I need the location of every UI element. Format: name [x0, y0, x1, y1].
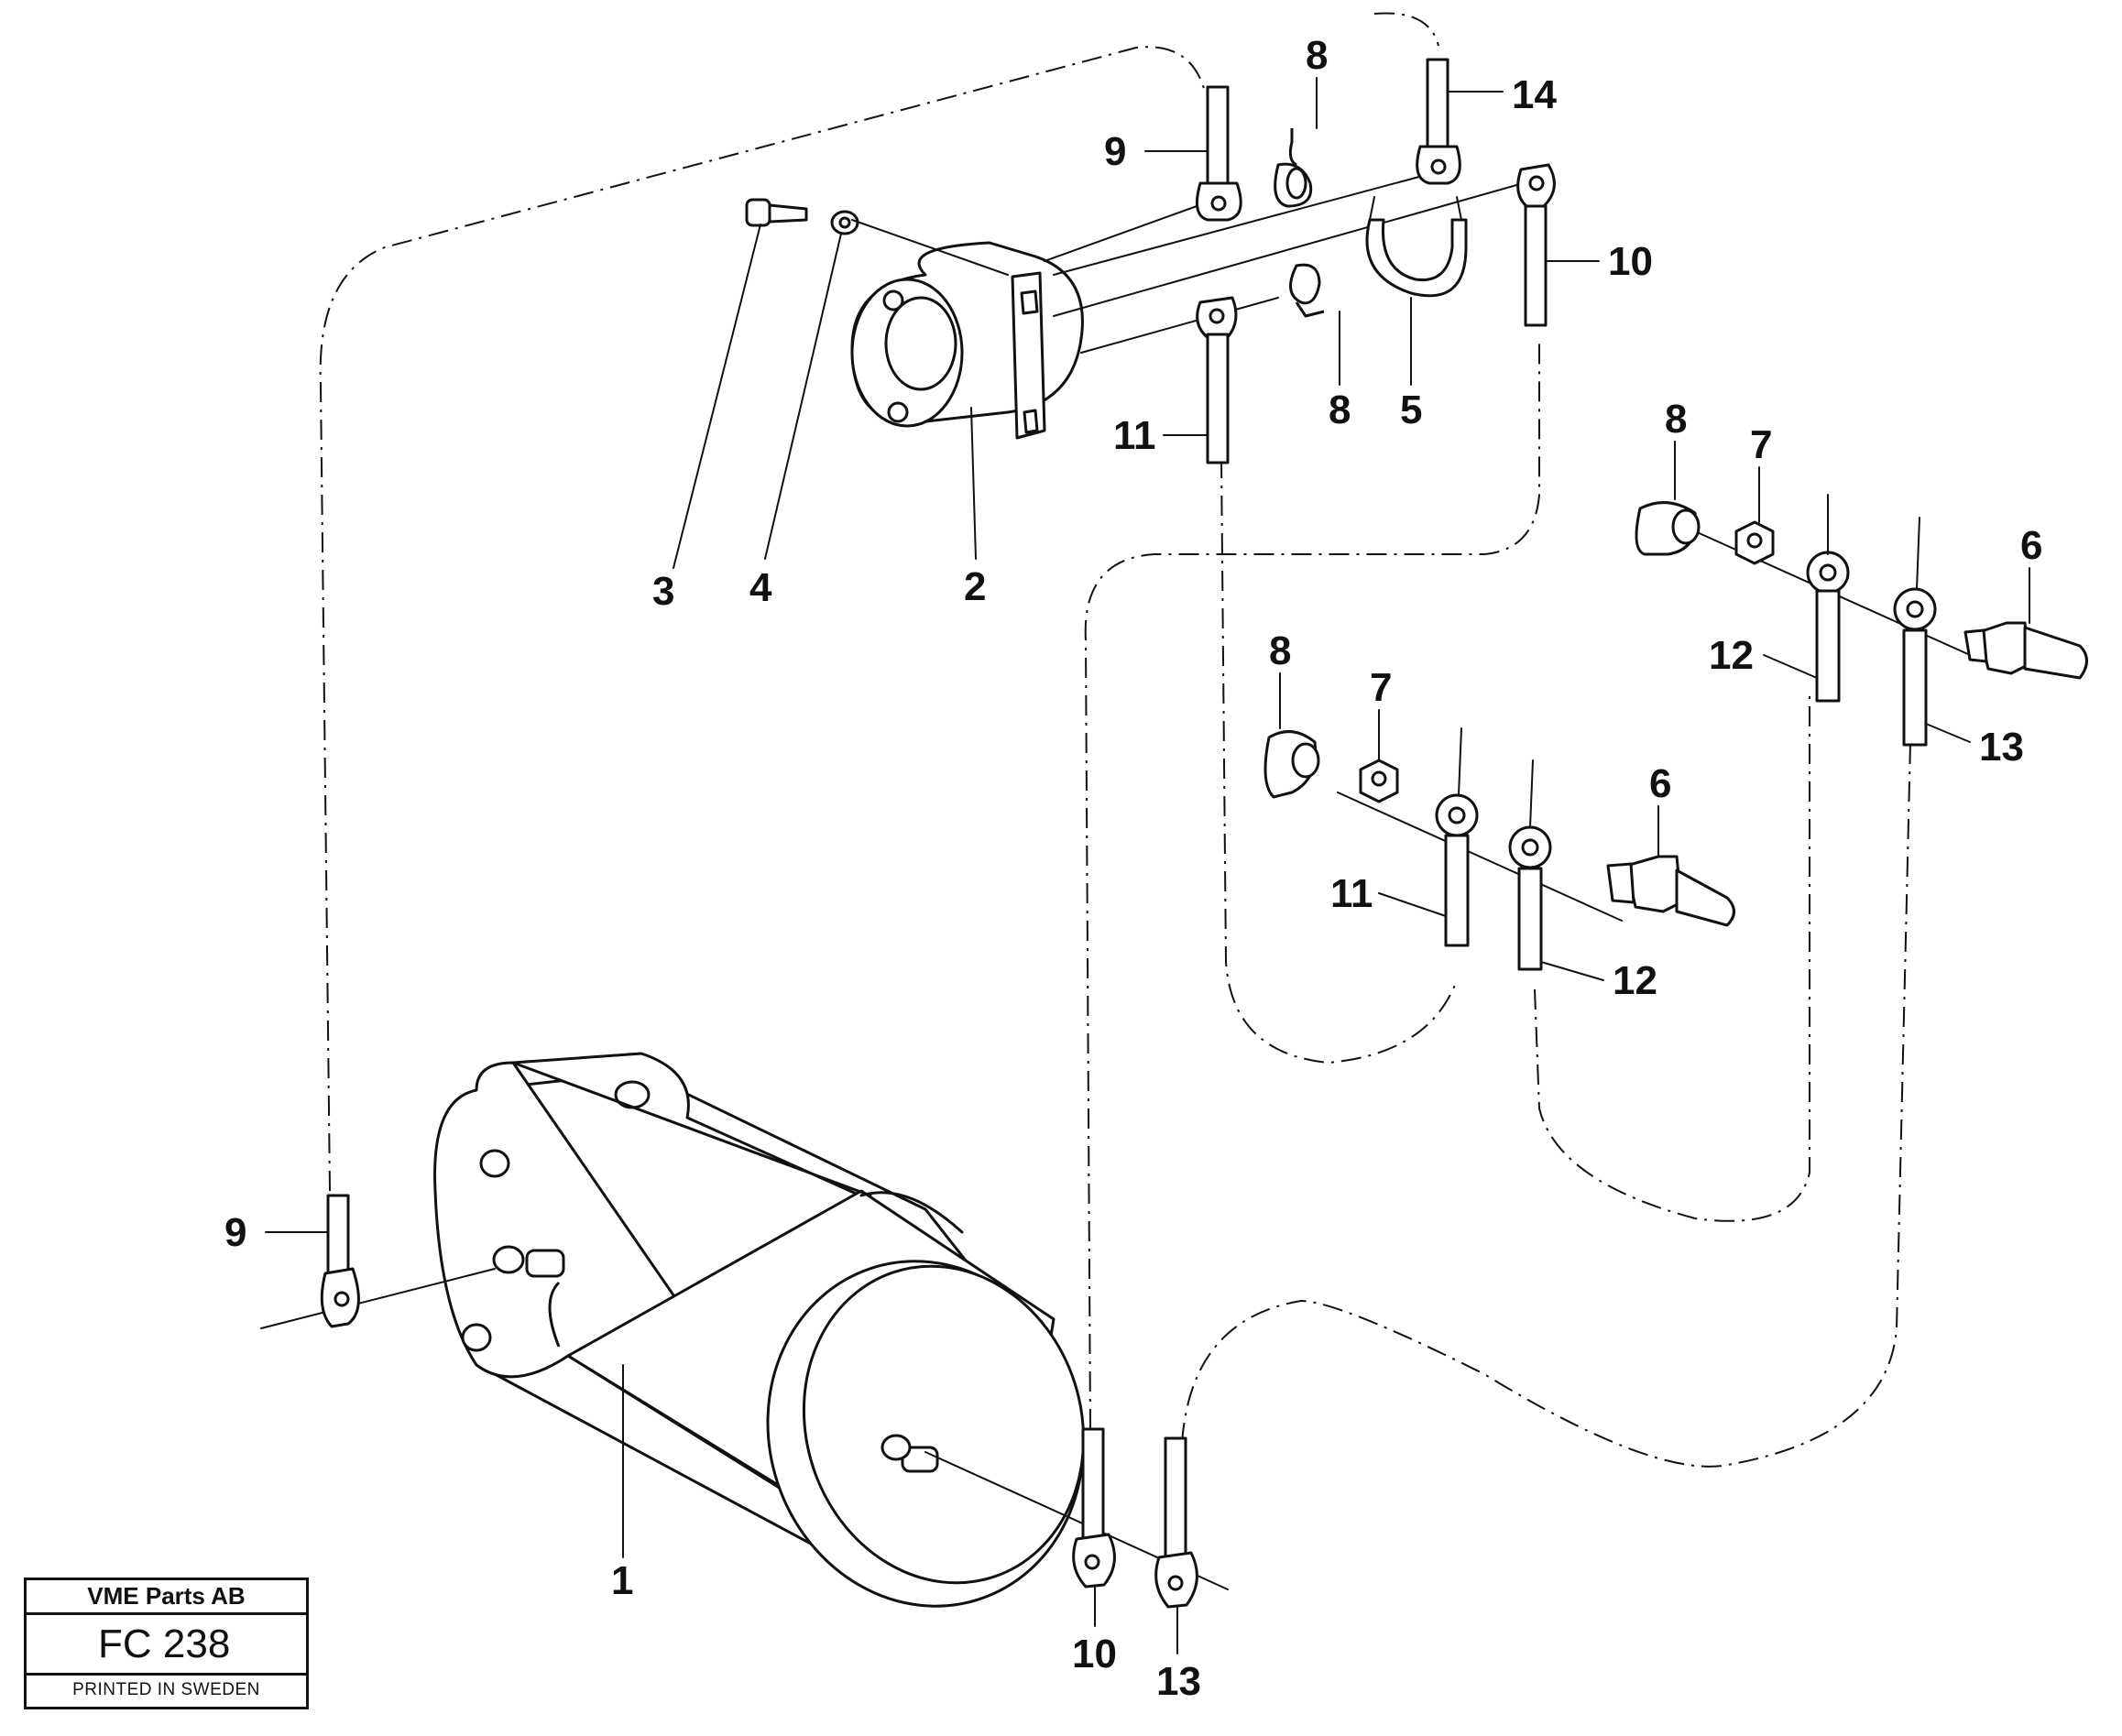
callout-7b: 7 [1370, 665, 1392, 710]
sensor-assembly-upper [1635, 494, 2088, 747]
company-name: VME Parts AB [27, 1580, 306, 1615]
bolt-screw [745, 198, 808, 227]
leader-lines [260, 173, 1971, 1590]
callout-labels: 1 2 3 4 5 6 6 7 7 8 8 8 8 9 9 10 10 11 1… [224, 33, 2042, 1704]
callout-8a: 8 [1306, 33, 1328, 78]
callout-9a: 9 [1104, 129, 1126, 174]
callout-11b: 11 [1330, 871, 1373, 916]
callout-4: 4 [749, 565, 772, 610]
callout-8c: 8 [1665, 397, 1687, 442]
callout-12a: 12 [1709, 633, 1754, 678]
callout-13a: 13 [1979, 725, 2024, 770]
callout-13b: 13 [1156, 1659, 1201, 1704]
sensor-assembly-middle [1263, 727, 1735, 971]
callout-7a: 7 [1750, 422, 1772, 467]
rubber-boots [1274, 128, 1325, 318]
callout-5: 5 [1400, 388, 1422, 432]
washer [830, 210, 859, 235]
callout-8d: 8 [1269, 628, 1291, 673]
printed-in-label: PRINTED IN SWEDEN [72, 1680, 260, 1699]
callout-8b: 8 [1329, 388, 1351, 432]
cable-link-u [1365, 196, 1468, 298]
callout-12b: 12 [1613, 958, 1657, 1003]
callout-10b: 10 [1072, 1632, 1117, 1676]
callout-10a: 10 [1608, 239, 1653, 284]
callout-2: 2 [964, 564, 986, 609]
callout-1: 1 [611, 1558, 633, 1603]
callout-6a: 6 [2020, 523, 2042, 568]
starter-motor [433, 1052, 1086, 1608]
title-block: VME Parts AB FC 238 PRINTED IN SWEDEN [24, 1578, 309, 1709]
callout-6b: 6 [1649, 761, 1671, 806]
callout-14: 14 [1512, 72, 1557, 117]
cable-terminals [320, 58, 1556, 1609]
wire-routing-lines [319, 12, 1911, 1468]
callout-9b: 9 [224, 1210, 246, 1255]
figure-code: FC 238 [27, 1615, 306, 1676]
callout-11a: 11 [1113, 413, 1156, 458]
callout-3: 3 [652, 569, 674, 614]
solenoid-relay [850, 241, 1084, 440]
